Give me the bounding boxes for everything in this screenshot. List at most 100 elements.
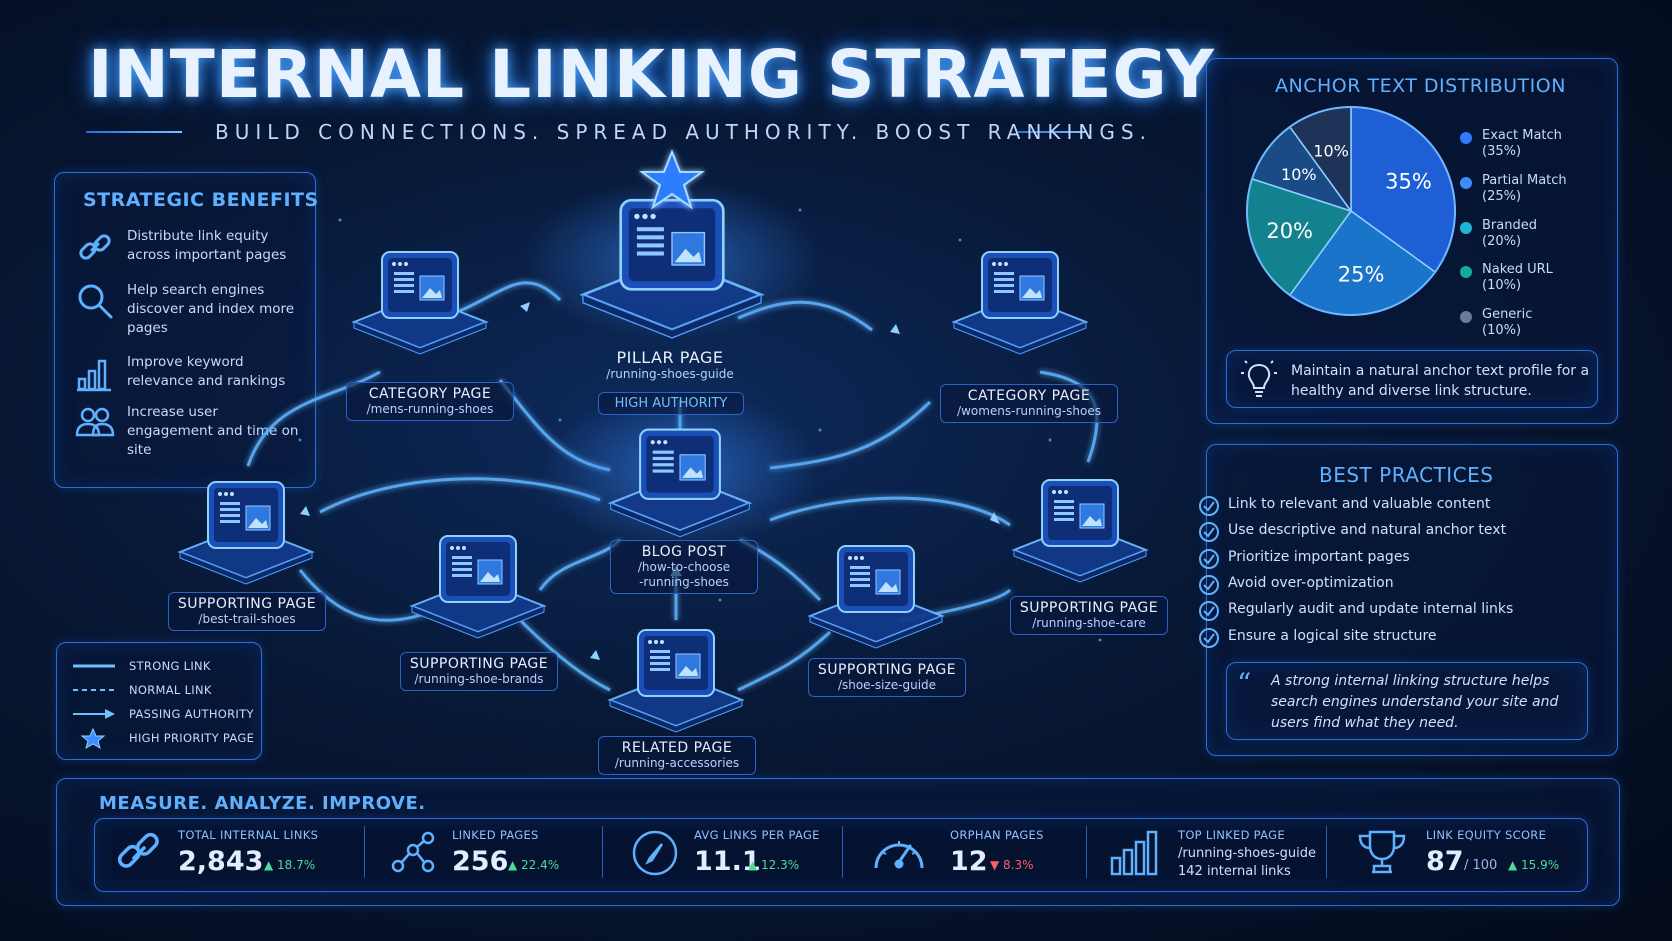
metric-divider (1326, 826, 1327, 878)
benefit-item: Distribute link equity across important … (75, 227, 305, 287)
supporting-size-label: SUPPORTING PAGE /shoe-size-guide (808, 658, 966, 697)
benefit-text: Improve keyword relevance and rankings (127, 354, 286, 389)
high-authority-badge: HIGH AUTHORITY (598, 392, 744, 415)
top-linked-count: 142 internal links (1178, 864, 1291, 879)
link-icon (79, 234, 111, 260)
benefit-text: Increase user engagement and time on sit… (127, 404, 299, 458)
legend-dot-generic (1460, 311, 1472, 323)
metric-total-internal-links: TOTAL INTERNAL LINKS 2,843 ▲ 18.7% (110, 818, 350, 884)
arrow-right-icon (73, 709, 115, 719)
legend-strong-link: STRONG LINK (71, 657, 251, 677)
category-left-label: CATEGORY PAGE /mens-running-shoes (346, 382, 514, 421)
score-suffix: / 100 (1464, 858, 1498, 873)
check-circle-icon (1199, 575, 1219, 595)
benefit-text: Help search engines discover and index m… (127, 282, 295, 336)
dashed-line-icon (73, 689, 115, 691)
check-circle-icon (1199, 549, 1219, 569)
link-icon (117, 832, 159, 868)
benefit-item: Increase user engagement and time on sit… (75, 403, 305, 463)
benefits-title: STRATEGIC BENEFITS (83, 189, 319, 211)
page-subtitle: BUILD CONNECTIONS. SPREAD AUTHORITY. BOO… (215, 120, 1152, 144)
network-icon (391, 831, 435, 873)
legend-dot-naked-url (1460, 266, 1472, 278)
pillar-page-label: PILLAR PAGE /running-shoes-guide (606, 348, 734, 381)
page-title: INTERNAL LINKING STRATEGY (88, 36, 1215, 113)
metric-linked-pages: LINKED PAGES 256 ▲ 22.4% (384, 818, 604, 884)
best-practices-title: BEST PRACTICES (1319, 463, 1494, 487)
link-legend-panel: STRONG LINK NORMAL LINK PASSING AUTHORIT… (56, 642, 262, 760)
slice-label: 35% (1385, 170, 1432, 194)
bar-chart-icon (77, 359, 111, 392)
particles (298, 208, 1102, 642)
category-right-node (953, 251, 1087, 355)
metrics-title: MEASURE. ANALYZE. IMPROVE. (99, 793, 426, 814)
legend-normal-link: NORMAL LINK (71, 681, 251, 701)
check-circle-icon (1199, 628, 1219, 648)
pie-legend-item: Exact Match(35%) (1460, 128, 1562, 160)
legend-dot-branded (1460, 222, 1472, 234)
metric-top-linked-page: TOP LINKED PAGE /running-shoes-guide 142… (1104, 818, 1324, 884)
best-practice-item: Prioritize important pages (1199, 549, 1410, 569)
supporting-care-label: SUPPORTING PAGE /running-shoe-care (1010, 596, 1168, 635)
supporting-trail-node (179, 481, 313, 585)
best-practice-item: Use descriptive and natural anchor text (1199, 522, 1506, 542)
metrics-strip (94, 818, 1588, 892)
search-icon (78, 284, 113, 319)
quote-mark: “ (1237, 667, 1252, 700)
metric-link-equity-score: LINK EQUITY SCORE 87 / 100 ▲ 15.9% (1352, 818, 1582, 884)
anchor-title: ANCHOR TEXT DISTRIBUTION (1275, 75, 1566, 97)
trophy-icon (1358, 830, 1406, 874)
best-practice-item: Avoid over-optimization (1199, 575, 1394, 595)
bar-chart-icon (1110, 830, 1158, 876)
subtitle-line-left (86, 131, 182, 133)
check-circle-icon (1199, 496, 1219, 516)
legend-dot-exact (1460, 132, 1472, 144)
anchor-pie-chart: 35% 25% 20% 10% 10% (1246, 106, 1456, 316)
slice-label: 10% (1313, 142, 1349, 161)
legend-dot-partial (1460, 177, 1472, 189)
anchor-tip-box: Maintain a natural anchor text profile f… (1226, 350, 1598, 408)
users-icon (75, 407, 115, 437)
related-page-node (609, 629, 743, 733)
check-circle-icon (1199, 522, 1219, 542)
metric-orphan-pages: ORPHAN PAGES 12 ▼ 8.3% (866, 818, 1066, 884)
related-page-label: RELATED PAGE /running-accessories (598, 736, 756, 775)
supporting-trail-label: SUPPORTING PAGE /best-trail-shoes (168, 592, 326, 631)
supporting-care-node (1013, 479, 1147, 583)
metric-divider (364, 826, 365, 878)
legend-passing-authority: PASSING AUTHORITY (71, 705, 253, 725)
star-icon (80, 727, 106, 749)
benefit-text: Distribute link equity across important … (127, 228, 287, 263)
metric-divider (602, 826, 603, 878)
slice-label: 10% (1281, 165, 1317, 184)
strategic-benefits-panel: STRATEGIC BENEFITS Distribute link equit… (54, 172, 319, 488)
quote-text: A strong internal linking structure help… (1271, 673, 1559, 731)
lightbulb-icon (1241, 360, 1277, 397)
category-right-label: CATEGORY PAGE /womens-running-shoes (940, 384, 1118, 423)
slice-label: 20% (1266, 219, 1313, 243)
category-left-node (353, 251, 487, 355)
benefit-item: Help search engines discover and index m… (75, 281, 305, 341)
gauge-icon (874, 841, 924, 869)
pie-legend-item: Partial Match(25%) (1460, 173, 1567, 205)
quote-box: “ A strong internal linking structure he… (1226, 662, 1588, 740)
metric-divider (1086, 826, 1087, 878)
supporting-brands-label: SUPPORTING PAGE /running-shoe-brands (400, 652, 558, 691)
compass-icon (632, 830, 678, 876)
pie-legend-item: Generic(10%) (1460, 307, 1532, 339)
metric-divider (842, 826, 843, 878)
best-practice-item: Ensure a logical site structure (1199, 628, 1437, 648)
star-icon (638, 149, 706, 210)
metric-avg-links-per-page: AVG LINKS PER PAGE 11.1 ▲ 12.3% (626, 818, 846, 884)
pie-legend-item: Branded(20%) (1460, 218, 1537, 250)
subtitle-line-right (1018, 131, 1086, 133)
legend-high-priority: HIGH PRIORITY PAGE (71, 727, 254, 749)
blog-post-label: BLOG POST /how-to-choose -running-shoes (610, 540, 758, 594)
anchor-tip-text: Maintain a natural anchor text profile f… (1291, 363, 1590, 399)
top-linked-url: /running-shoes-guide (1178, 846, 1317, 861)
pie-outline (1246, 106, 1456, 316)
slice-label: 25% (1338, 263, 1385, 287)
benefit-item: Improve keyword relevance and rankings (75, 353, 305, 413)
best-practice-item: Link to relevant and valuable content (1199, 496, 1490, 516)
